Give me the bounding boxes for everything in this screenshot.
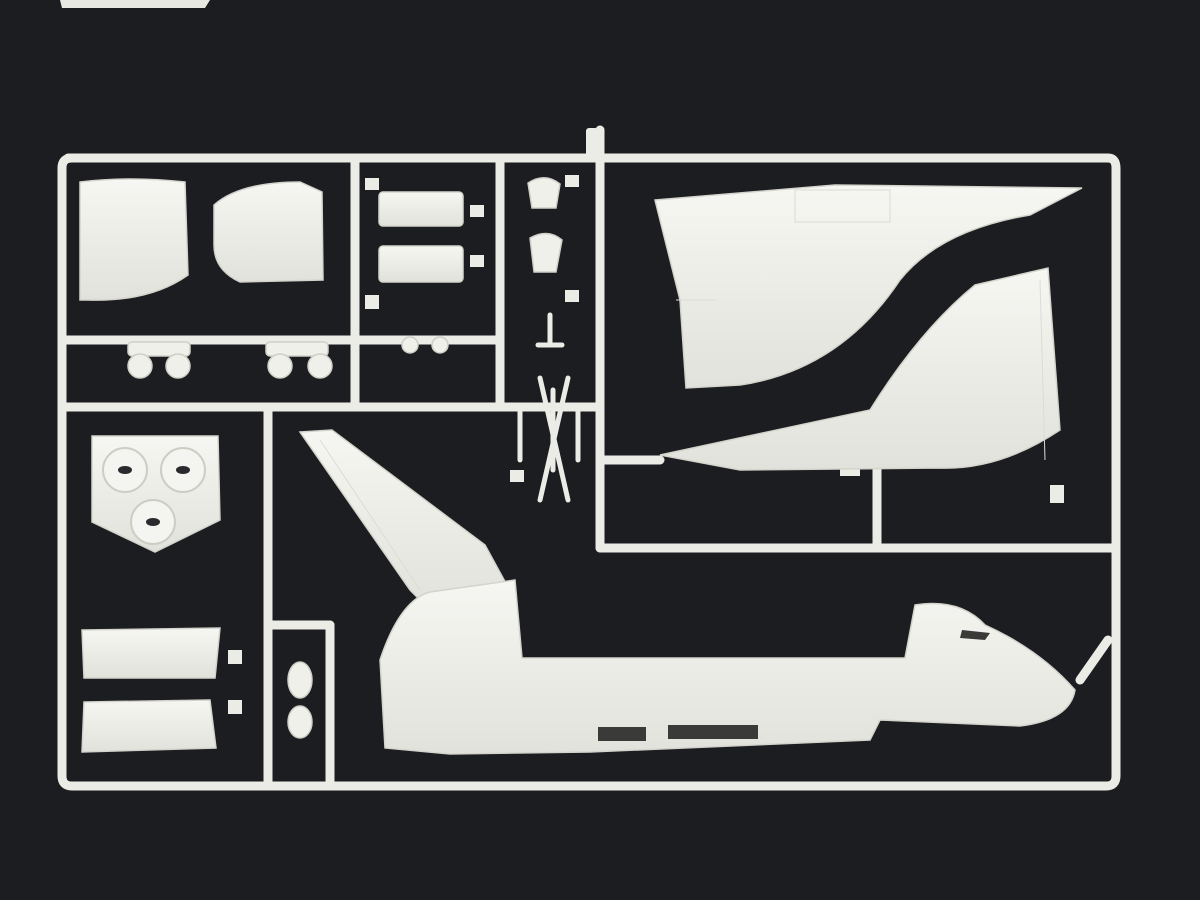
cargo-door-panel-left xyxy=(79,178,189,301)
wheel-sets xyxy=(127,341,333,379)
edge-part-top xyxy=(60,0,210,8)
wing-upper-half xyxy=(654,184,1083,389)
gate-stubs xyxy=(228,128,1064,714)
panel-lines xyxy=(319,189,1046,591)
landing-gear-doors xyxy=(378,191,464,283)
payload-bay-doors xyxy=(81,627,221,753)
sprue-frame xyxy=(57,125,1121,791)
engine-nozzle-plate xyxy=(91,435,221,553)
cargo-door-panel-right xyxy=(213,181,324,283)
fuselage-windows xyxy=(598,630,990,741)
small-engine-parts xyxy=(401,177,563,354)
rcs-pods xyxy=(287,661,313,739)
landing-gear-struts xyxy=(517,312,581,503)
fuselage-half xyxy=(379,579,1076,755)
wing-lower-half xyxy=(659,267,1061,471)
